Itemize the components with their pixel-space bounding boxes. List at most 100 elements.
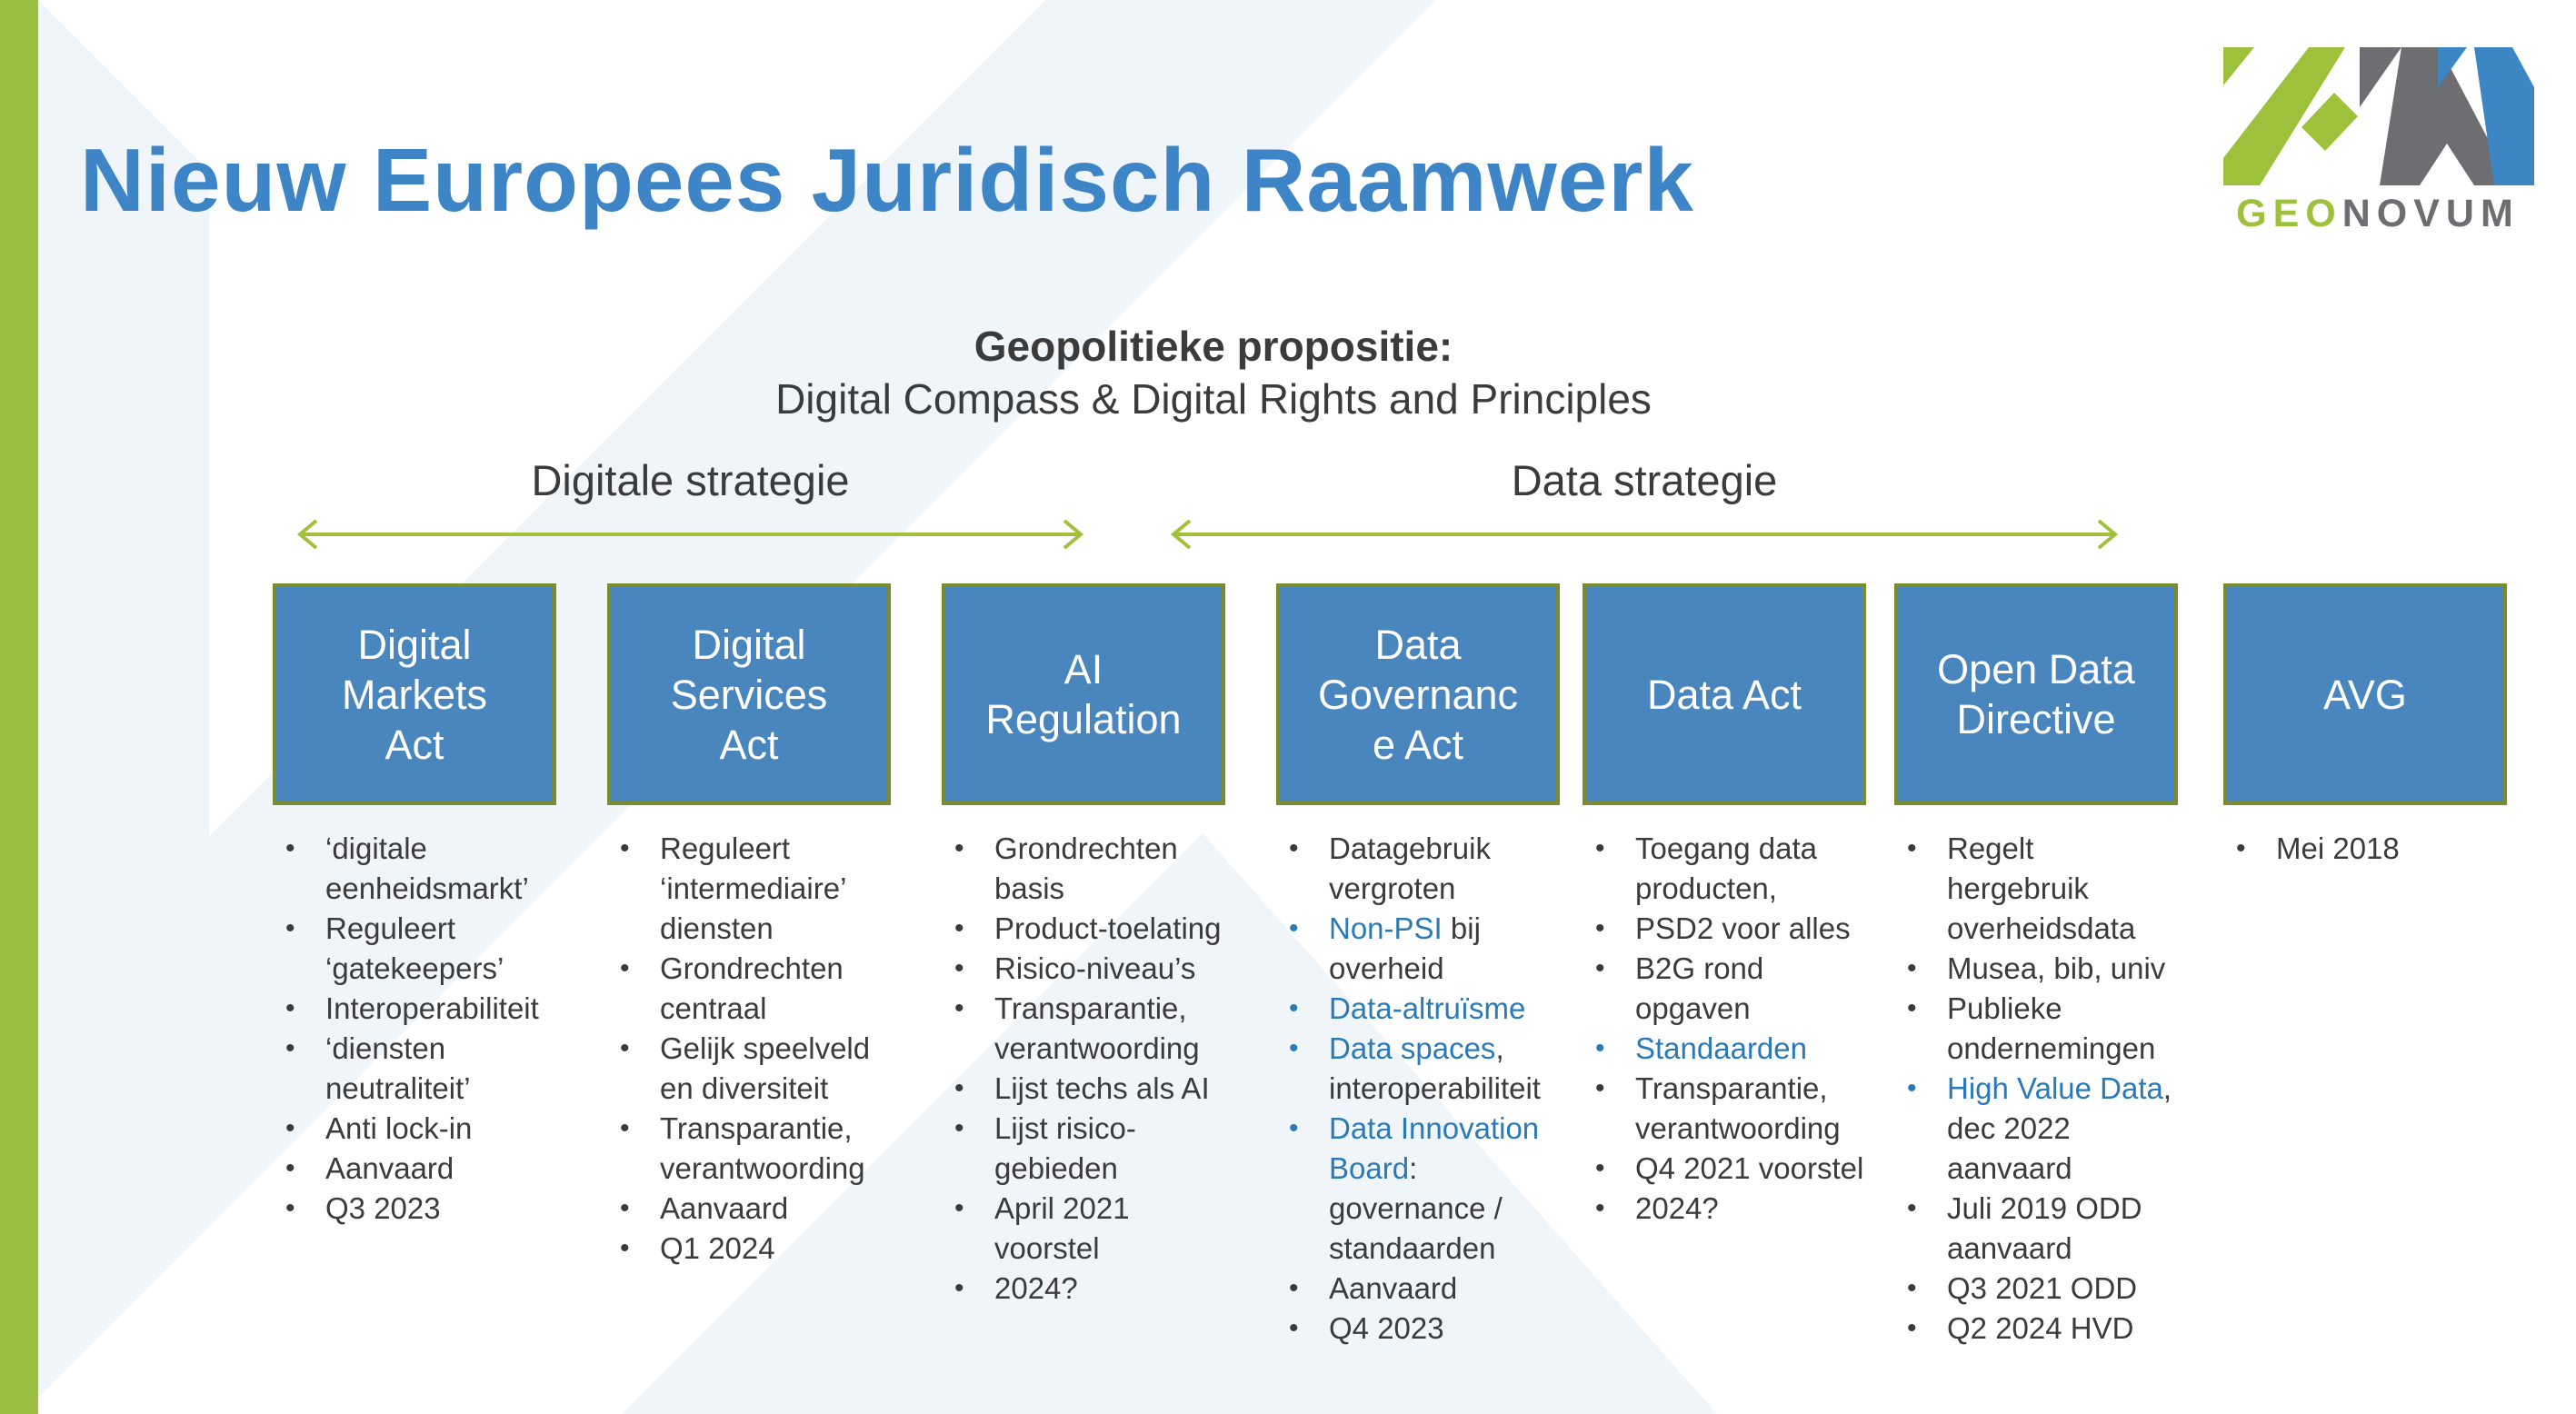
bullet-item: •Gelijk speelveld en diversiteit: [607, 1029, 891, 1109]
bullet-segment: Transparantie, verantwoording: [1635, 1071, 1841, 1145]
bullet-segment: ‘diensten neutraliteit’: [325, 1031, 471, 1105]
bullet-marker: •: [1289, 833, 1299, 863]
bullet-marker: •: [1907, 993, 1917, 1023]
bullet-segment: Aanvaard: [325, 1151, 454, 1185]
bullet-marker: •: [1907, 1273, 1917, 1303]
bullet-text: Mei 2018: [2276, 829, 2507, 869]
bullet-text: ‘diensten neutraliteit’: [325, 1029, 556, 1109]
act-box-title-line: AVG: [2323, 671, 2407, 718]
bullet-segment: Lijst risico-gebieden: [994, 1111, 1136, 1185]
bullet-text: Publieke ondernemingen: [1947, 989, 2178, 1069]
bullet-text: Q3 2023: [325, 1189, 556, 1229]
bullet-marker: •: [285, 1193, 295, 1223]
bullet-item: •Q4 2023: [1276, 1309, 1560, 1349]
bullet-segment: Mei 2018: [2276, 831, 2400, 865]
bullet-segment: Interoperabiliteit: [325, 991, 539, 1025]
act-box-title-line: Act: [384, 721, 444, 768]
column-data-act: Data Act•Toegang data producten,•PSD2 vo…: [1583, 583, 1866, 1229]
bullet-text: Transparantie, verantwoording: [994, 989, 1225, 1069]
bullet-item: •2024?: [1583, 1189, 1866, 1229]
bullet-text: Q1 2024: [660, 1229, 891, 1269]
highlighted-term: High Value Data: [1947, 1071, 2163, 1105]
bullet-marker: •: [1595, 1073, 1605, 1103]
bullet-marker: •: [1595, 913, 1605, 943]
bullet-item: • Non-PSI bij overheid: [1276, 909, 1560, 989]
bullet-text: Data Innovation Board: governance / stan…: [1329, 1109, 1560, 1269]
bullet-segment: Transparantie, verantwoording: [660, 1111, 865, 1185]
bullet-marker: •: [954, 993, 964, 1023]
bullet-marker: •: [1289, 1113, 1299, 1143]
subtitle-line: Digital Compass & Digital Rights and Pri…: [775, 375, 1652, 423]
bullet-segment: B2G rond opgaven: [1635, 951, 1764, 1025]
bullet-marker: •: [620, 1033, 630, 1063]
bullet-segment: Grondrechten centraal: [660, 951, 844, 1025]
bullet-segment: ‘digitale eenheidsmarkt’: [325, 831, 529, 905]
act-box-title-line: Directive: [1956, 696, 2116, 742]
subtitle-block: Geopolitieke propositie: Digital Compass…: [577, 320, 1850, 425]
bullet-marker: •: [1907, 1073, 1917, 1103]
act-box-title-line: Open Data: [1937, 646, 2135, 692]
bullet-segment: Q4 2023: [1329, 1311, 1444, 1345]
bullet-text: Grondrechten basis: [994, 829, 1225, 909]
bullet-item: •Risico-niveau’s: [942, 949, 1225, 989]
bullet-segment: Juli 2019 ODD aanvaard: [1947, 1191, 2142, 1265]
bullet-item: •Product-toelating: [942, 909, 1225, 949]
bullet-marker: •: [1595, 1033, 1605, 1063]
act-box-title-line: AI: [1063, 646, 1103, 692]
bullet-text: 2024?: [994, 1269, 1225, 1309]
bullet-marker: •: [1595, 953, 1605, 983]
bullet-segment: bij overheid: [1329, 911, 1481, 985]
slide-title: Nieuw Europees Juridisch Raamwerk: [80, 130, 1694, 230]
bullet-item: •April 2021 voorstel: [942, 1189, 1225, 1269]
bullet-text: Datagebruik vergroten: [1329, 829, 1560, 909]
bullet-item: •‘diensten neutraliteit’: [273, 1029, 556, 1109]
logo-text-geo: GEO: [2236, 192, 2342, 235]
bullet-segment: Anti lock-in: [325, 1111, 473, 1145]
digitale-strategie-label: Digitale strategie: [531, 456, 850, 504]
bullet-item: •Juli 2019 ODD aanvaard: [1894, 1189, 2178, 1269]
act-box-avg: AVG: [2223, 583, 2507, 805]
bullet-text: Non-PSI bij overheid: [1329, 909, 1560, 989]
bullet-segment: , dec 2022 aanvaard: [1947, 1071, 2172, 1185]
bullet-text: Musea, bib, univ: [1947, 949, 2178, 989]
bullet-item: •Musea, bib, univ: [1894, 949, 2178, 989]
bullet-marker: •: [1595, 1153, 1605, 1183]
bullet-marker: •: [620, 953, 630, 983]
highlighted-term: Non-PSI: [1329, 911, 1443, 945]
bullet-list-digital-services-act: • Reguleert ‘intermediaire’ diensten • Gron…: [607, 829, 891, 1269]
bullet-item: • Data Innovation Board: governance / sta…: [1276, 1109, 1560, 1269]
data-strategie-group: Data strategie: [1166, 456, 2122, 553]
bullet-text: Aanvaard: [660, 1189, 891, 1229]
geonovum-logo-mark: [2223, 47, 2534, 185]
bullet-segment: Q3 2023: [325, 1191, 441, 1225]
bullet-item: • Transparantie, verantwoording: [1583, 1069, 1866, 1149]
act-box-title-line: Regulation: [985, 696, 1182, 742]
bullet-item: •Aanvaard: [607, 1189, 891, 1229]
bullet-marker: •: [954, 1073, 964, 1103]
bullet-segment: Toegang data producten,: [1635, 831, 1818, 905]
bullet-marker: •: [285, 1113, 295, 1143]
act-box-title-line: Governanc: [1317, 671, 1519, 718]
bullet-item: • Toegang data producten,: [1583, 829, 1866, 909]
bullet-text: Q4 2021 voorstel: [1635, 1149, 1866, 1189]
digitale-strategie-group: Digitale strategie: [293, 456, 1088, 553]
bullet-text: Lijst techs als AI: [994, 1069, 1225, 1109]
bullet-segment: Reguleert ‘intermediaire’ diensten: [660, 831, 846, 945]
bullet-text: High Value Data, dec 2022 aanvaard: [1947, 1069, 2178, 1189]
bullet-item: •Aanvaard: [273, 1149, 556, 1189]
act-box-title-line: Data Act: [1646, 671, 1802, 718]
bullet-marker: •: [1907, 833, 1917, 863]
bullet-item: •Q3 2021 ODD: [1894, 1269, 2178, 1309]
bullet-marker: •: [1289, 913, 1299, 943]
bullet-item: •‘digitale eenheidsmarkt’: [273, 829, 556, 909]
bullet-segment: 2024?: [994, 1271, 1078, 1305]
bullet-segment: , interoperabiliteit: [1329, 1031, 1541, 1105]
bullet-item: • B2G rond opgaven: [1583, 949, 1866, 1029]
bullet-item: • Datagebruik vergroten: [1276, 829, 1560, 909]
bullet-item: • Q3 2023: [273, 1189, 556, 1229]
bullet-marker: •: [620, 1113, 630, 1143]
bullet-marker: •: [1595, 833, 1605, 863]
